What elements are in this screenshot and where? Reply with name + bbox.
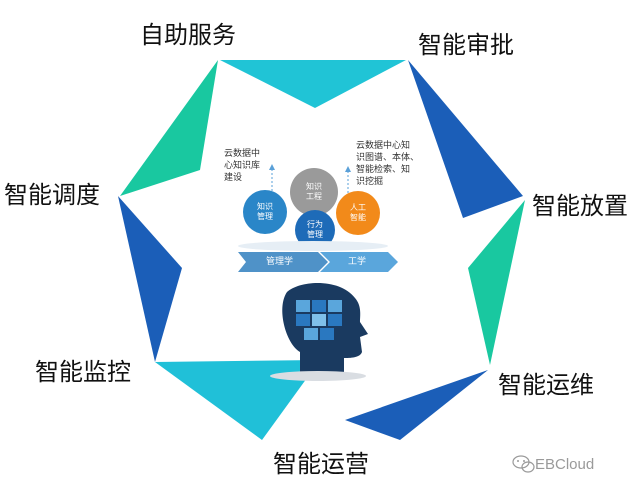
text-ai: 人工 智能 xyxy=(350,203,366,222)
note-right-arrowhead xyxy=(345,166,351,172)
triangle-left xyxy=(118,196,182,362)
head-puzzle-icon xyxy=(270,282,368,381)
circle-knowledge-mgmt xyxy=(243,190,287,234)
text-engineering: 工学 xyxy=(348,257,367,267)
triangle-top-right xyxy=(408,60,523,218)
triangle-bottom-right xyxy=(345,370,488,440)
arrow-engineering xyxy=(320,252,398,272)
label-smart-approval: 智能审批 xyxy=(418,31,514,59)
label-smart-schedule: 智能调度 xyxy=(4,181,100,209)
wechat-icon xyxy=(512,455,535,473)
circle-shadow xyxy=(238,241,388,251)
arrow-management xyxy=(238,252,328,272)
triangle-upper-left xyxy=(120,60,218,196)
circle-ai xyxy=(336,191,380,235)
label-smart-ops: 智能运维 xyxy=(498,371,594,399)
triangle-bottom-left xyxy=(155,360,320,440)
label-smart-monitor: 智能监控 xyxy=(35,358,131,386)
label-self-service: 自助服务 xyxy=(140,21,236,49)
triangle-top xyxy=(220,60,406,108)
label-smart-operation: 智能运营 xyxy=(273,450,369,478)
text-knowledge-mgmt: 知识 管理 xyxy=(257,202,273,221)
circle-behavior-mgmt xyxy=(295,210,335,250)
label-smart-placement: 智能放置 xyxy=(532,192,628,220)
circle-knowledge-eng xyxy=(290,168,338,216)
note-left-arrowhead xyxy=(269,164,275,170)
note-knowledge-graph: 云数据中心知 识图谱、本体、 智能检索、知 识挖掘 xyxy=(356,141,420,187)
text-management: 管理学 xyxy=(266,257,294,267)
watermark-ebcloud: EBCloud xyxy=(535,456,595,473)
text-behavior-mgmt: 行为 管理 xyxy=(307,220,323,239)
text-knowledge-eng: 知识 工程 xyxy=(306,182,322,201)
note-kb-building: 云数据中 心知识库 建设 xyxy=(224,149,261,183)
triangle-right xyxy=(468,200,525,365)
